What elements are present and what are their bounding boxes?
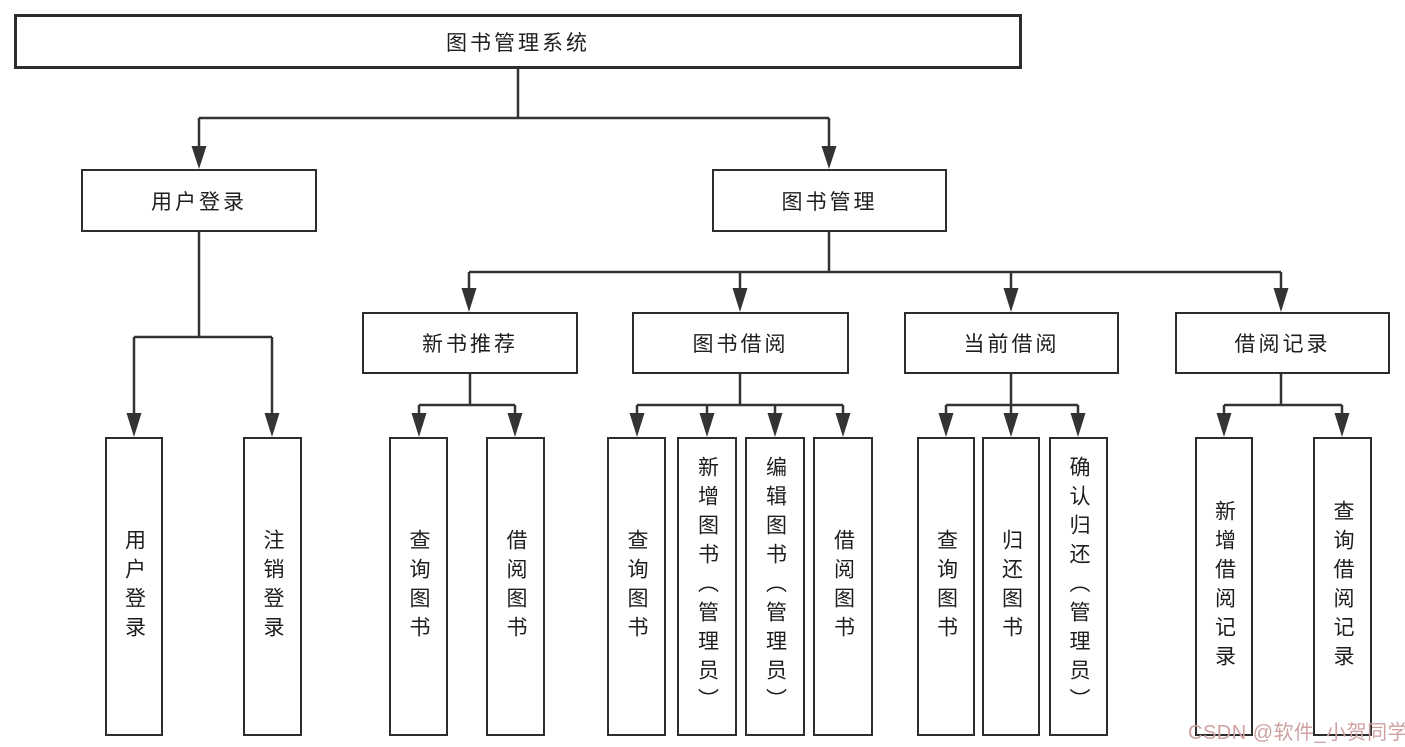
leaf-query-borrow-record-label: 查询借阅记录	[1331, 499, 1354, 674]
leaf-query-books-borrow: 查询图书	[607, 437, 666, 736]
node-user-login: 用户登录	[81, 169, 317, 232]
connector-book-borrow-branch	[629, 374, 851, 437]
leaf-borrow-books-borrow-label: 借阅图书	[831, 528, 855, 645]
leaf-logout-label: 注销登录	[261, 528, 284, 645]
leaf-return-books: 归还图书	[982, 437, 1040, 736]
node-current-borrow: 当前借阅	[904, 312, 1119, 374]
node-borrow-records: 借阅记录	[1175, 312, 1390, 374]
node-book-borrow: 图书借阅	[632, 312, 849, 374]
connector-root-branch	[191, 69, 837, 169]
connector-user-login-branch	[126, 232, 280, 437]
leaf-borrow-books-recommend-label: 借阅图书	[504, 528, 527, 645]
node-book-borrow-label: 图书借阅	[692, 333, 789, 356]
leaf-confirm-return-admin: 确认归还（管理员）	[1049, 437, 1108, 736]
leaf-query-books-recommend-label: 查询图书	[407, 528, 430, 645]
leaf-query-books-current-label: 查询图书	[934, 528, 958, 645]
connector-current-borrow-branch	[938, 374, 1086, 437]
leaf-query-books-borrow-label: 查询图书	[625, 528, 648, 645]
connector-book-management-branch	[461, 232, 1289, 312]
node-root-label: 图书管理系统	[446, 31, 590, 55]
leaf-add-borrow-record-label: 新增借阅记录	[1212, 499, 1236, 674]
node-borrow-records-label: 借阅记录	[1234, 333, 1331, 356]
node-book-management: 图书管理	[712, 169, 947, 232]
leaf-logout: 注销登录	[243, 437, 302, 736]
leaf-user-login-label: 用户登录	[122, 528, 146, 645]
node-root: 图书管理系统	[14, 14, 1022, 69]
node-user-login-label: 用户登录	[151, 190, 247, 214]
node-current-borrow-label: 当前借阅	[963, 333, 1060, 356]
leaf-edit-book-admin: 编辑图书（管理员）	[745, 437, 805, 736]
leaf-confirm-return-admin-label: 确认归还（管理员）	[1067, 456, 1090, 717]
leaf-add-book-admin: 新增图书（管理员）	[677, 437, 737, 736]
leaf-user-login: 用户登录	[105, 437, 163, 736]
leaf-return-books-label: 归还图书	[999, 528, 1023, 645]
leaf-borrow-books-recommend: 借阅图书	[486, 437, 545, 736]
connector-new-book-branch	[411, 374, 523, 437]
node-new-book-recommend: 新书推荐	[362, 312, 578, 374]
watermark-text: CSDN @软件_小贺同学	[1188, 722, 1405, 744]
node-new-book-recommend-label: 新书推荐	[422, 333, 518, 356]
leaf-query-books-recommend: 查询图书	[389, 437, 448, 736]
leaf-add-borrow-record: 新增借阅记录	[1195, 437, 1253, 736]
leaf-edit-book-admin-label: 编辑图书（管理员）	[763, 456, 787, 717]
leaf-add-book-admin-label: 新增图书（管理员）	[695, 456, 719, 717]
node-book-management-label: 图书管理	[781, 190, 878, 214]
connector-borrow-records-branch	[1216, 374, 1350, 437]
leaf-borrow-books-borrow: 借阅图书	[813, 437, 873, 736]
leaf-query-borrow-record: 查询借阅记录	[1313, 437, 1372, 736]
leaf-query-books-current: 查询图书	[917, 437, 975, 736]
